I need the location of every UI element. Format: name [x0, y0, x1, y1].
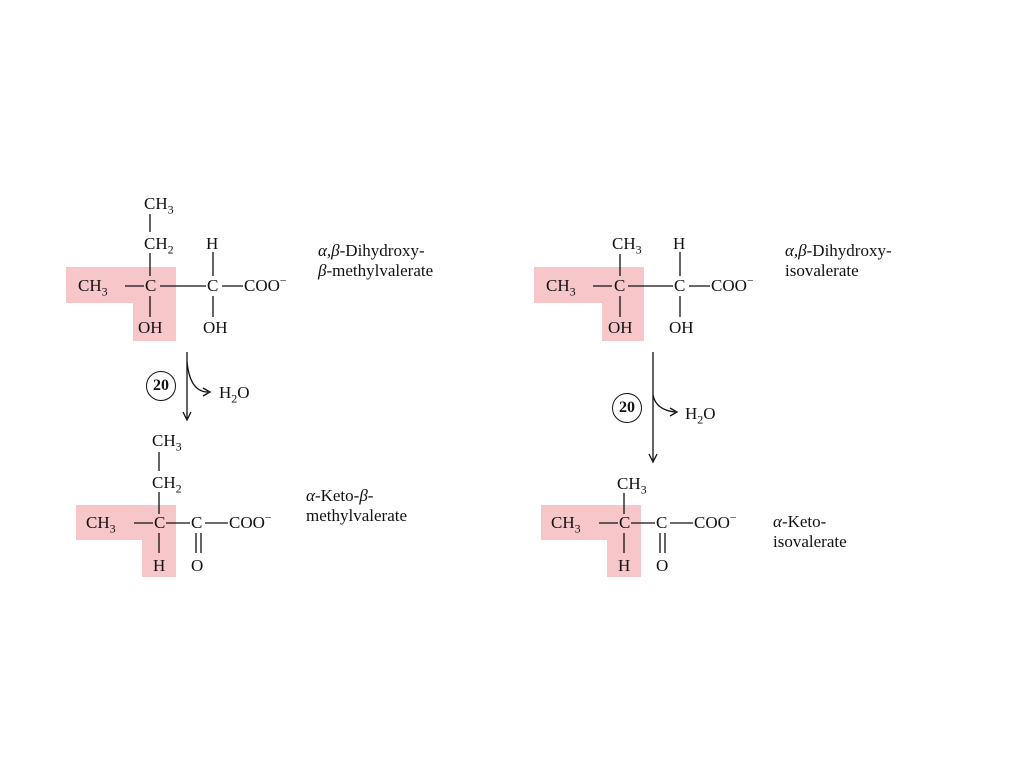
right-substrate-oh1: OH: [608, 318, 633, 337]
left-product-h: H: [153, 556, 166, 575]
right-substrate-coo: COO−: [711, 273, 754, 295]
left-substrate-coo: COO−: [244, 273, 287, 295]
highlight-right-substrate-col: [602, 267, 644, 341]
right-h2o: H2O: [685, 404, 716, 427]
right-substrate-name: α,β-Dihydroxy- isovalerate: [785, 241, 892, 280]
right-product-c2: C: [656, 513, 668, 532]
left-product-ch3-top: CH3: [152, 431, 182, 454]
right-substrate-ch3-top: CH3: [612, 234, 642, 257]
left-substrate-c1: C: [145, 276, 157, 295]
right-product-h: H: [618, 556, 631, 575]
left-substrate-oh2: OH: [203, 318, 228, 337]
left-product-ch3: CH3: [86, 513, 116, 536]
highlight-left-substrate-col: [133, 267, 176, 341]
right-substrate-c1: C: [614, 276, 626, 295]
right-substrate-h: H: [673, 234, 686, 253]
left-substrate-c2: C: [207, 276, 219, 295]
right-substrate-oh2: OH: [669, 318, 694, 337]
left-substrate-ch3: CH3: [78, 276, 108, 299]
right-product-coo: COO−: [694, 510, 737, 532]
left-product-coo: COO−: [229, 510, 272, 532]
left-substrate-ch2: CH2: [144, 234, 174, 257]
right-product-o: O: [656, 556, 669, 575]
right-product-c1: C: [619, 513, 631, 532]
right-product-ch3-top: CH3: [617, 474, 647, 497]
left-product-c2: C: [191, 513, 203, 532]
left-enzyme-badge: 20: [146, 371, 176, 401]
left-product-o: O: [191, 556, 204, 575]
right-enzyme-badge: 20: [612, 393, 642, 423]
left-h2o: H2O: [219, 383, 250, 406]
right-substrate-c2: C: [674, 276, 686, 295]
right-product-ch3: CH3: [551, 513, 581, 536]
left-substrate-oh1: OH: [138, 318, 163, 337]
left-substrate-h: H: [206, 234, 219, 253]
left-product-c1: C: [154, 513, 166, 532]
right-substrate-ch3: CH3: [546, 276, 576, 299]
left-product-name: α-Keto-β- methylvalerate: [306, 486, 408, 525]
left-product-ch2: CH2: [152, 473, 182, 496]
left-substrate-name: α,β-Dihydroxy- β-methylvalerate: [318, 241, 434, 280]
right-product-name: α-Keto- isovalerate: [773, 512, 847, 551]
left-substrate-ch3-top: CH3: [144, 194, 174, 217]
